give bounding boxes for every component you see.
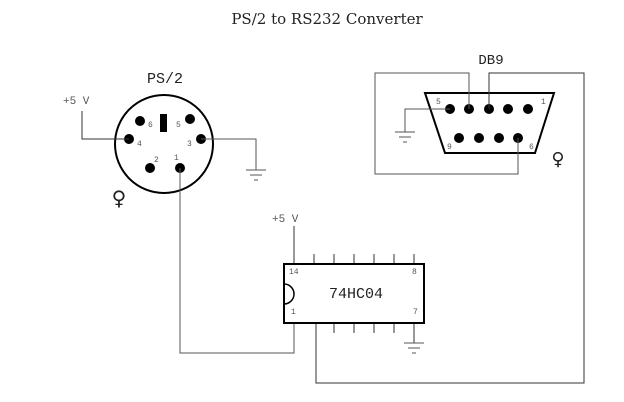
wire-ps2-pin1-ic-pin1: [179, 168, 295, 354]
ic-74hc04: [283, 263, 425, 324]
db9-pin-1-label: 1: [541, 98, 546, 107]
ic-pin-1-label: 1: [291, 308, 296, 317]
db9-pin-6-label: 6: [529, 143, 534, 152]
wire-db9-pin5-gnd: [404, 108, 450, 132]
db9-pin-9: [454, 133, 464, 143]
ps2-pin-5: [185, 114, 195, 124]
db9-pin-2: [503, 104, 513, 114]
db9-pin-5-label: 5: [436, 98, 441, 107]
ic-pin-7-label: 7: [413, 308, 418, 317]
ps2-label: PS/2: [147, 71, 183, 88]
ps2-supply-label: +5 V: [63, 96, 90, 108]
ps2-pin-6-label: 6: [148, 121, 153, 130]
ic-notch-icon: [283, 283, 295, 305]
ps2-pin-3-label: 3: [187, 140, 192, 149]
db9-ground-symbol-icon: [395, 131, 415, 143]
ps2-pin-2-label: 2: [154, 156, 159, 165]
db9-pin-8: [474, 133, 484, 143]
db9-pin-7: [494, 133, 504, 143]
ic-bottom-pins: [333, 323, 415, 343]
ic-pin-8-label: 8: [412, 268, 417, 277]
ic-pin-14-label: 14: [289, 268, 299, 277]
ic-ground-symbol-icon: [404, 342, 424, 354]
wire-db9-pin3-ic-pin2: [315, 72, 585, 384]
ic-label: 74HC04: [329, 286, 383, 303]
db9-female-symbol-icon: ♀: [551, 149, 564, 170]
ps2-female-symbol-icon: ♀: [112, 186, 127, 210]
wire-ps2-pin3-gnd: [201, 138, 257, 170]
ps2-pin-5-label: 5: [176, 121, 181, 130]
db9-label: DB9: [478, 53, 503, 69]
wire-db9-pin4-pin6: [374, 72, 519, 175]
ps2-pin-1-label: 1: [174, 154, 179, 163]
diagram-title: PS/2 to RS232 Converter: [231, 10, 423, 28]
db9-pin-9-label: 9: [447, 143, 452, 152]
ps2-key-notch: [160, 114, 167, 132]
ic-supply-label: +5 V: [272, 214, 299, 226]
wire-ps2-pin4-vcc: [81, 111, 129, 140]
ps2-pin-6: [135, 116, 145, 126]
ps2-pin-4-label: 4: [137, 140, 142, 149]
ground-symbol-icon: [246, 169, 266, 181]
db9-pin-1: [523, 104, 533, 114]
ps2-pin-2: [145, 163, 155, 173]
ps2-connector: [114, 94, 214, 194]
ic-top-pins: [313, 254, 415, 264]
